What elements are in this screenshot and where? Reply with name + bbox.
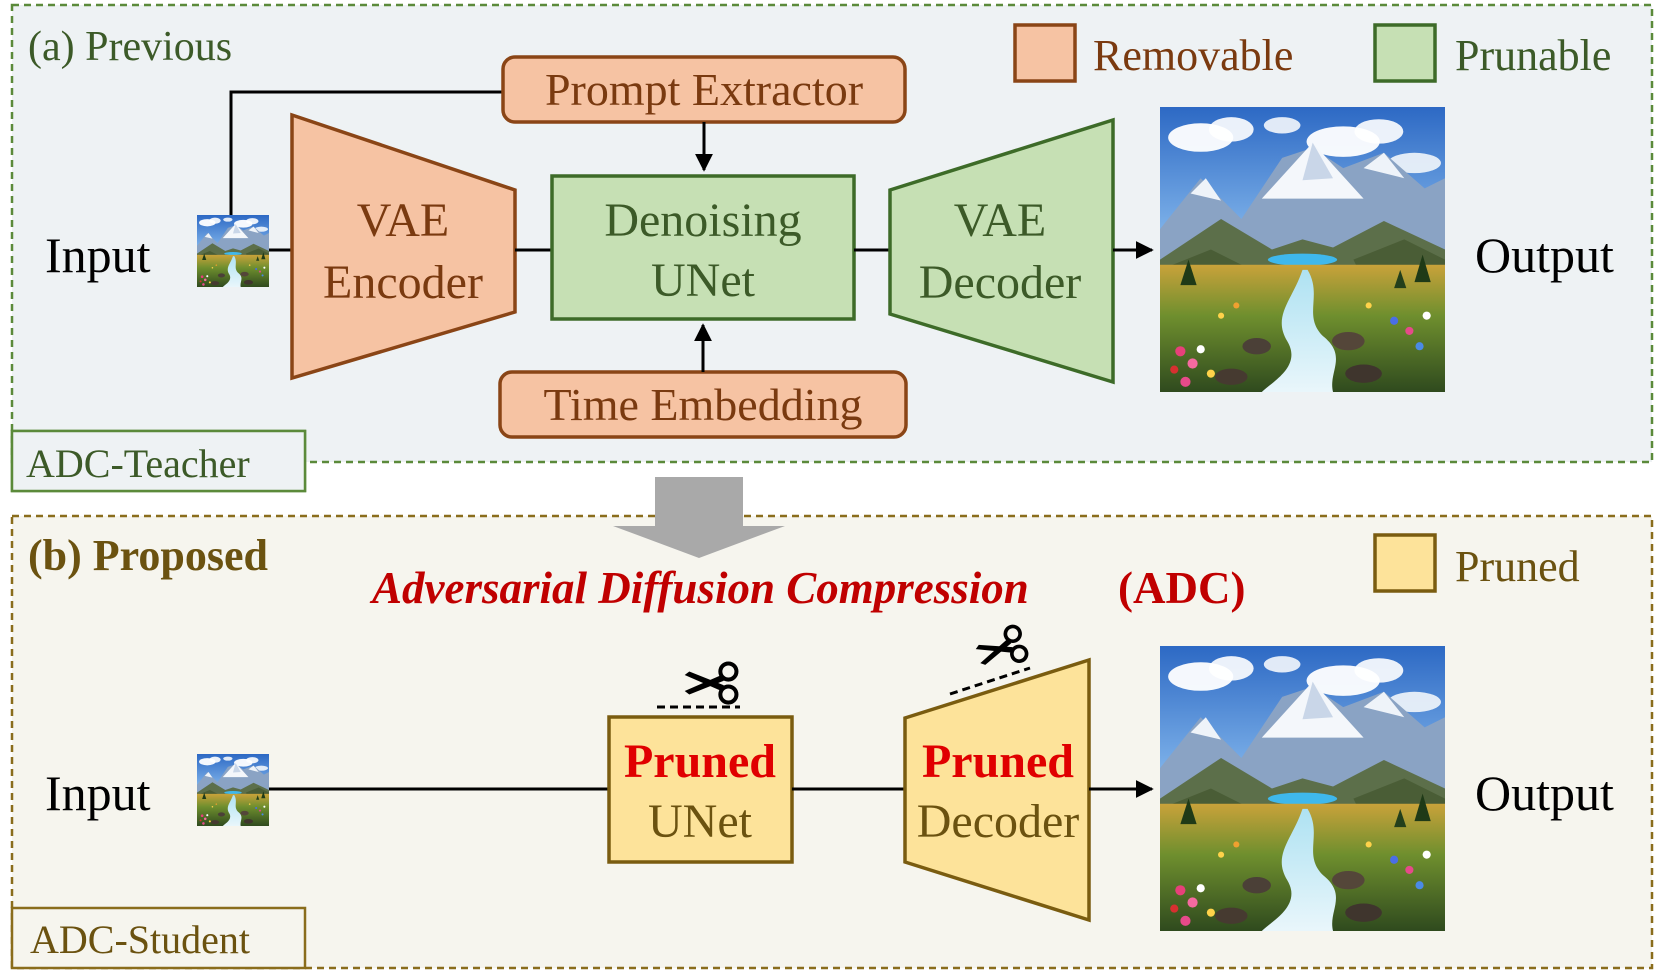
pruned-decoder-line1: Pruned xyxy=(922,735,1074,788)
denoising-unet-block xyxy=(550,174,856,321)
student-tag-label: ADC-Student xyxy=(30,917,250,962)
legend-pruned-label: Pruned xyxy=(1455,542,1580,591)
legend-prunable-label: Prunable xyxy=(1455,31,1611,80)
method-abbr: (ADC) xyxy=(1118,563,1245,613)
time-embedding-label: Time Embedding xyxy=(543,379,862,430)
decoder-cut-line xyxy=(949,666,1031,696)
panel-a-input-label: Input xyxy=(45,227,151,283)
pruned-unet-block xyxy=(607,715,794,864)
down-arrow xyxy=(613,477,785,558)
legend-removable-label: Removable xyxy=(1093,31,1293,80)
pruned-decoder-line2: Decoder xyxy=(917,795,1080,848)
method-name: Adversarial Diffusion Compression xyxy=(369,563,1029,613)
vae-encoder-line1: VAE xyxy=(357,194,449,247)
vae-encoder-block xyxy=(290,112,517,381)
vae-encoder-line2: Encoder xyxy=(323,256,483,309)
denoising-unet-line2: UNet xyxy=(651,254,756,307)
panel-a-output-label: Output xyxy=(1475,227,1614,283)
pruned-decoder-block xyxy=(903,657,1091,923)
pruned-unet-line2: UNet xyxy=(648,795,753,848)
panel-a-title: (a) Previous xyxy=(28,24,232,70)
input-to-prompt-line xyxy=(229,90,503,215)
prompt-extractor-label: Prompt Extractor xyxy=(545,64,863,115)
student-tag-box xyxy=(10,906,307,970)
panel-a-input-image xyxy=(197,215,269,287)
panel-b-input-image xyxy=(197,754,269,826)
panel-b-output-label: Output xyxy=(1475,765,1614,821)
pruned-unet-line1: Pruned xyxy=(624,735,776,788)
panel-a-output-image xyxy=(1160,107,1445,392)
teacher-tag-box-overlay xyxy=(10,429,307,493)
denoising-unet-line1: Denoising xyxy=(604,194,801,247)
panel-b-input-label: Input xyxy=(45,765,151,821)
teacher-tag-label-overlay: ADC-Teacher xyxy=(26,441,250,486)
legend-removable-swatch xyxy=(1013,23,1077,83)
panel-b-output-image xyxy=(1160,646,1445,931)
legend-prunable-swatch xyxy=(1373,23,1437,83)
vae-decoder-line1: VAE xyxy=(954,194,1046,247)
panel-b-title: (b) Proposed xyxy=(28,531,268,580)
vae-decoder-block xyxy=(888,117,1115,385)
legend-pruned-swatch xyxy=(1373,533,1437,593)
vae-decoder-line2: Decoder xyxy=(919,256,1082,309)
